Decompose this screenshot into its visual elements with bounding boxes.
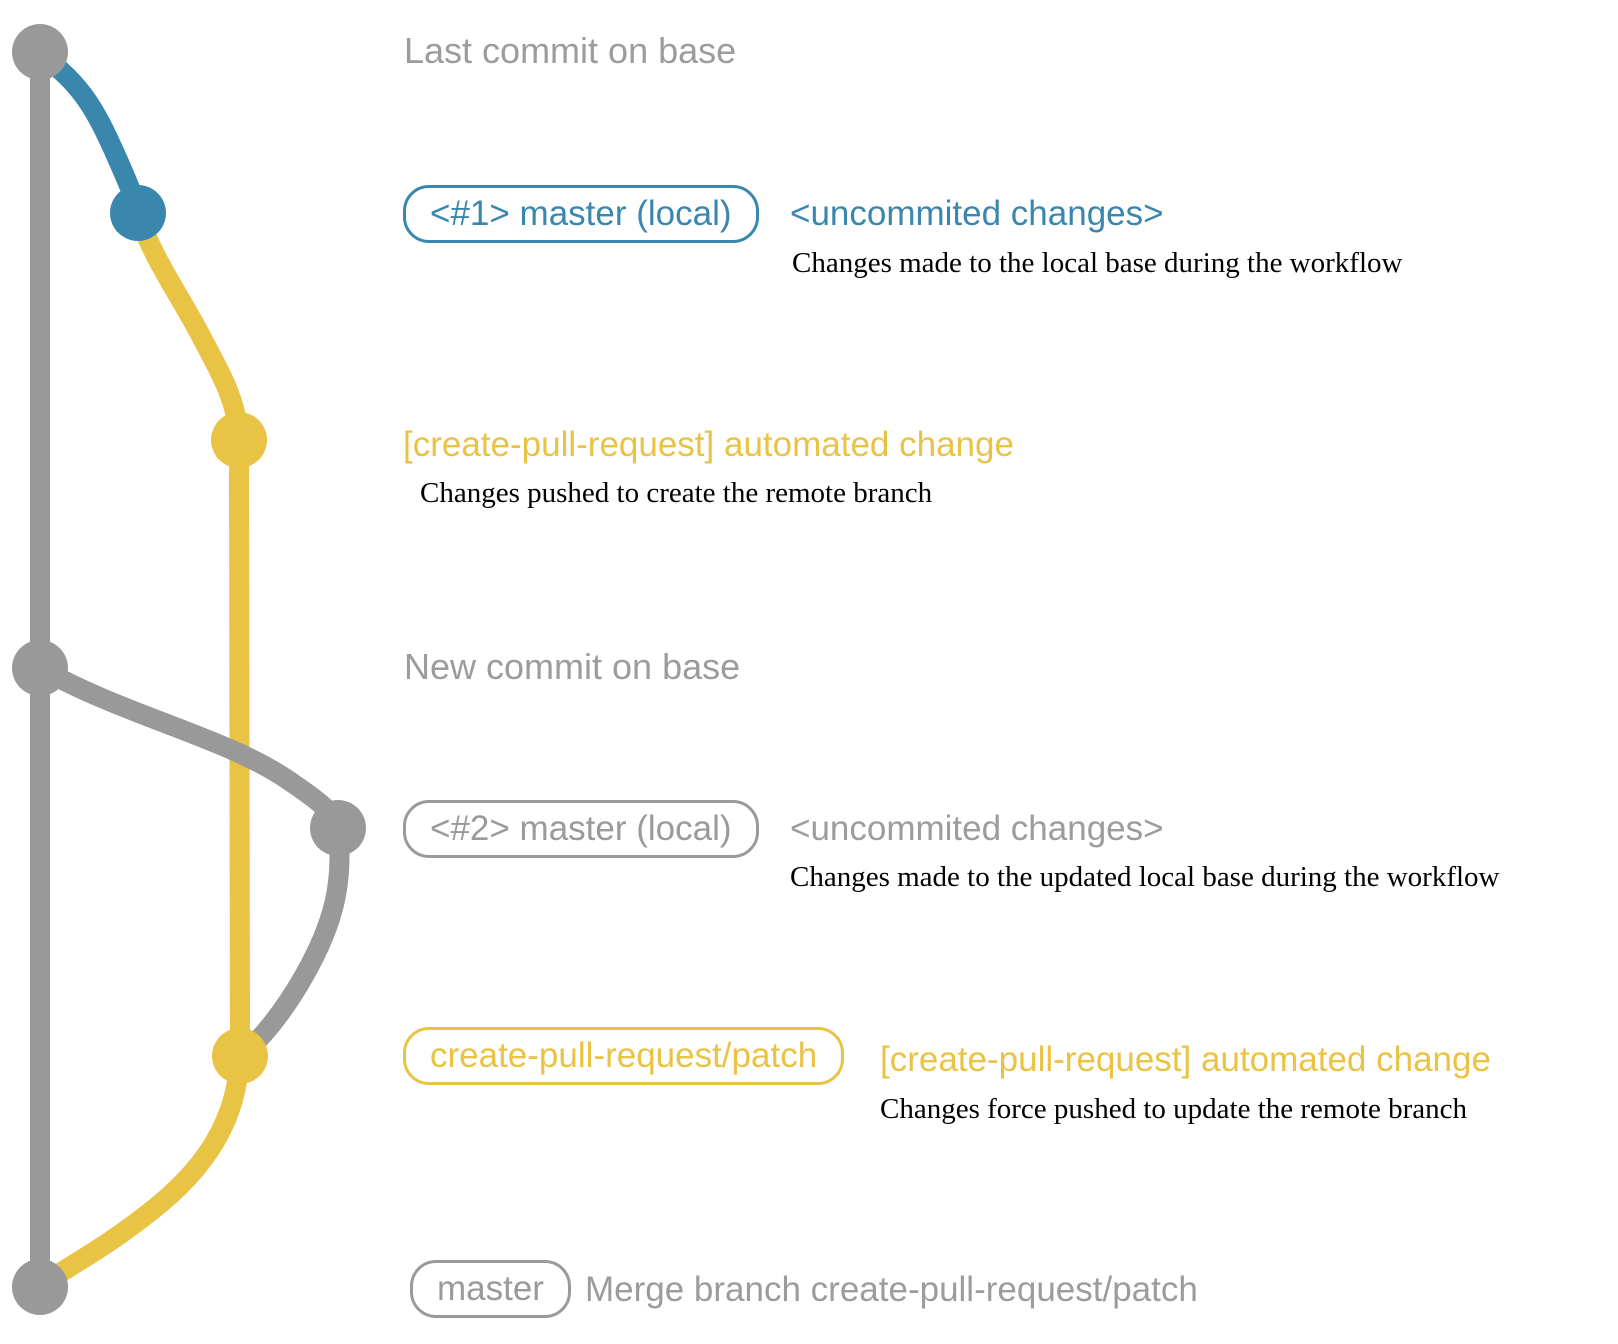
patch-merge-curve <box>35 1046 250 1293</box>
commit-graph <box>12 24 366 1315</box>
commit-message-automated-change-2: [create-pull-request] automated change <box>880 1040 1491 1079</box>
branch-badge-create-pull-request-patch: create-pull-request/patch <box>403 1027 845 1085</box>
branch-badge-master-local-1: <#1> master (local) <box>403 185 759 243</box>
base-to-local-master-2-curve <box>30 658 348 838</box>
branch-badge-master: master <box>410 1260 571 1318</box>
commit-node-local-master-1 <box>110 185 166 241</box>
commit-node-merge <box>12 1259 68 1315</box>
commit-message-automated-change-1: [create-pull-request] automated change <box>403 425 1014 464</box>
commit-message-uncommited-changes-2: <uncommited changes> <box>790 809 1164 848</box>
patch-branch-curve <box>128 203 249 450</box>
commit-message-uncommited-changes-1: <uncommited changes> <box>790 194 1164 233</box>
commit-node-local-master-2 <box>310 800 366 856</box>
commit-node-new-base <box>12 640 68 696</box>
commit-message-merge: Merge branch create-pull-request/patch <box>585 1270 1198 1309</box>
branch-badge-master-local-2: <#2> master (local) <box>403 800 759 858</box>
row-label-new-commit-on-base: New commit on base <box>404 646 741 687</box>
commit-node-patch-push-1 <box>211 412 267 468</box>
commit-description-1: Changes made to the local base during th… <box>792 247 1403 279</box>
commit-node-last-base <box>12 24 68 80</box>
commit-description-4: Changes force pushed to update the remot… <box>880 1093 1468 1125</box>
local-master-2-to-patch-curve <box>234 818 350 1064</box>
commit-node-patch-push-2 <box>212 1028 268 1084</box>
commit-description-3: Changes made to the updated local base d… <box>790 861 1500 893</box>
row-label-last-commit-on-base: Last commit on base <box>404 30 737 71</box>
commit-description-2: Changes pushed to create the remote bran… <box>420 477 933 509</box>
